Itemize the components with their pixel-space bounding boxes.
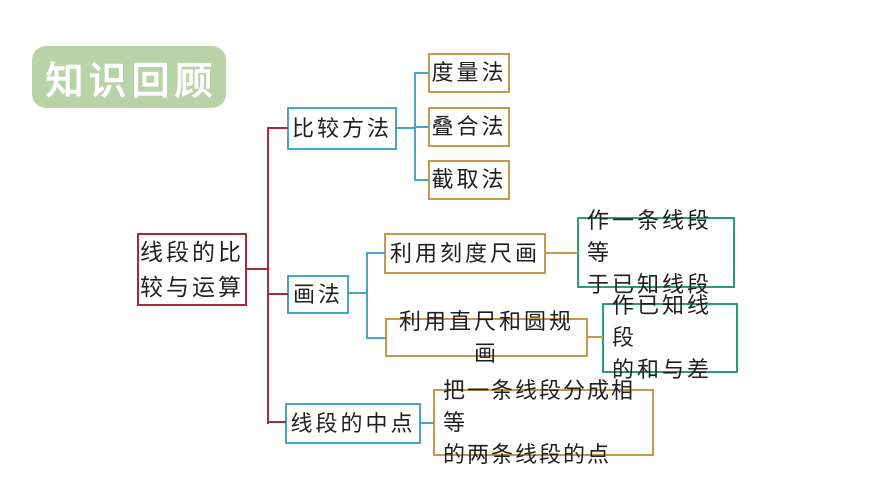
node-compare-methods: 比较方法 [287,107,397,150]
connector-compare-trunk [396,127,416,129]
node-superposition-method: 叠合法 [428,107,510,147]
connector-root-trunk [246,268,269,270]
connector-red-vertical [267,127,269,424]
connector-to-compare-methods [267,127,288,129]
connector-to-drawing-methods [267,293,288,295]
connector-to-interception [414,179,429,181]
connector-to-superposition [414,126,429,128]
connector-to-midpoint [267,421,286,423]
connector-to-measurement [414,72,429,74]
node-drawing-methods: 画法 [287,275,349,314]
connector-drawing-trunk [347,292,368,294]
node-interception-method: 截取法 [428,160,510,200]
node-root-segment-comparison: 线段的比 较与运算 [137,233,247,306]
node-equal-segment: 作一条线段等 于已知线段 [577,208,735,297]
node-midpoint-definition: 把一条线段分成相等 的两条线段的点 [433,378,654,467]
knowledge-review-badge: 知识回顾 [32,46,226,108]
node-midpoint: 线段的中点 [285,403,421,444]
node-sum-difference: 作已知线段 的和与差 [602,293,738,382]
node-ruler-drawing: 利用刻度尺画 [384,233,546,274]
connector-to-equal-segment [545,252,578,254]
connector-blue-vertical-drawing [366,252,368,339]
connector-to-midpoint-definition [419,422,434,424]
connector-to-ruler-drawing [366,252,385,254]
connector-to-compass-drawing [366,337,386,339]
node-compass-drawing: 利用直尺和圆规画 [385,309,588,366]
node-measurement-method: 度量法 [428,53,510,93]
connector-to-sum-difference [586,336,603,338]
